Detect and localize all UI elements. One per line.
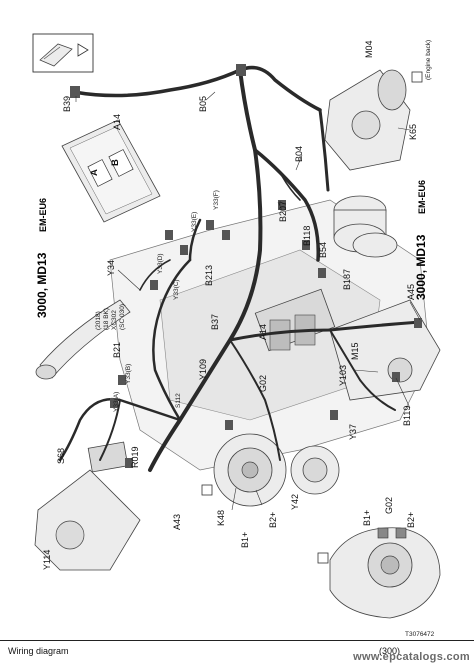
cooling-pipe xyxy=(35,299,131,380)
figure-reference: T3076472 xyxy=(405,631,435,638)
label-b213: B213 xyxy=(204,265,214,286)
label-b2plus-low: B2+ xyxy=(406,512,416,528)
ecu-a14: A B xyxy=(61,119,161,223)
label-y109: Y109 xyxy=(198,359,208,380)
label-k48: K48 xyxy=(216,510,226,526)
label-y103: Y103 xyxy=(338,365,348,386)
label-b119: B119 xyxy=(402,406,412,426)
label-b05: B05 xyxy=(198,96,208,112)
label-b207: B207 xyxy=(278,201,288,222)
engine-back-note: (Engine back) xyxy=(425,40,432,80)
label-y37: Y37 xyxy=(348,424,358,440)
alternator-detail xyxy=(329,527,441,619)
label-g02-low: G02 xyxy=(384,497,394,514)
connector-plugs xyxy=(70,64,422,468)
label-s68: S68 xyxy=(56,448,66,464)
label-b1plus-mid: B1+ xyxy=(240,532,250,548)
label-b39: B39 xyxy=(62,96,72,112)
harness-code-1: (2018) xyxy=(95,311,102,330)
fuel-filters xyxy=(333,195,398,258)
starter-motor-m04 xyxy=(324,69,411,171)
label-a45: A45 xyxy=(406,284,416,300)
variant-title-right: EM-EU6 xyxy=(417,180,427,214)
label-y34: Y34 xyxy=(106,260,116,276)
ecu-slot-a-label: A xyxy=(89,169,100,176)
ac-compressor xyxy=(290,445,340,495)
label-b21: B21 xyxy=(112,342,122,358)
leader-lines xyxy=(75,91,421,511)
label-y33a: Y33(A) xyxy=(113,392,120,412)
label-y33e: Y33(E) xyxy=(191,212,198,232)
label-b04: B04 xyxy=(294,146,304,162)
harness-code-2: (18 BK) xyxy=(103,308,110,330)
harness-code-4: (SC 030) xyxy=(119,304,126,330)
orientation-box xyxy=(32,33,94,73)
label-g02-mid: G02 xyxy=(258,375,268,392)
label-a14-mid: A14 xyxy=(258,324,268,340)
model-title-left: 3000, MD13 xyxy=(35,252,49,318)
model-title-right: 3000, MD13 xyxy=(414,234,428,300)
ecu-slot-b-label: B xyxy=(110,159,121,166)
label-r019: R019 xyxy=(130,446,140,468)
footer-right-text: (300) xyxy=(378,646,400,656)
label-b54: B54 xyxy=(318,242,328,258)
pump-y114 xyxy=(34,441,141,571)
label-y33b: Y33(B) xyxy=(125,364,132,384)
label-b37: B37 xyxy=(210,314,220,330)
label-y33c: Y33(C) xyxy=(173,279,180,300)
label-b2plus-mid: B2+ xyxy=(268,512,278,528)
alternator-mid xyxy=(213,433,287,507)
label-m15: M15 xyxy=(350,342,360,360)
label-y42: Y42 xyxy=(290,494,300,510)
footer-divider xyxy=(0,640,474,641)
label-y114: Y114 xyxy=(42,550,52,570)
watermark: www.epcatalogs.com xyxy=(353,651,470,663)
label-m04: M04 xyxy=(364,40,374,58)
label-b187: B187 xyxy=(342,269,352,290)
label-k65: K65 xyxy=(408,124,418,140)
label-s112: S112 xyxy=(175,393,182,408)
variant-title-left: EM-EU6 xyxy=(38,198,48,232)
label-b118: B118 xyxy=(302,226,312,246)
reference-markers xyxy=(201,71,423,564)
label-a43: A43 xyxy=(172,514,182,530)
harness-code-3: XC302 xyxy=(111,310,118,330)
label-y33f: Y33(F) xyxy=(213,190,220,210)
label-y33d: Y33(D) xyxy=(157,253,164,274)
label-a14-top: A14 xyxy=(112,114,122,130)
footer-left-text: Wiring diagram xyxy=(8,646,69,656)
label-b1plus-low: B1+ xyxy=(362,510,372,526)
arrow-icon xyxy=(77,43,89,57)
